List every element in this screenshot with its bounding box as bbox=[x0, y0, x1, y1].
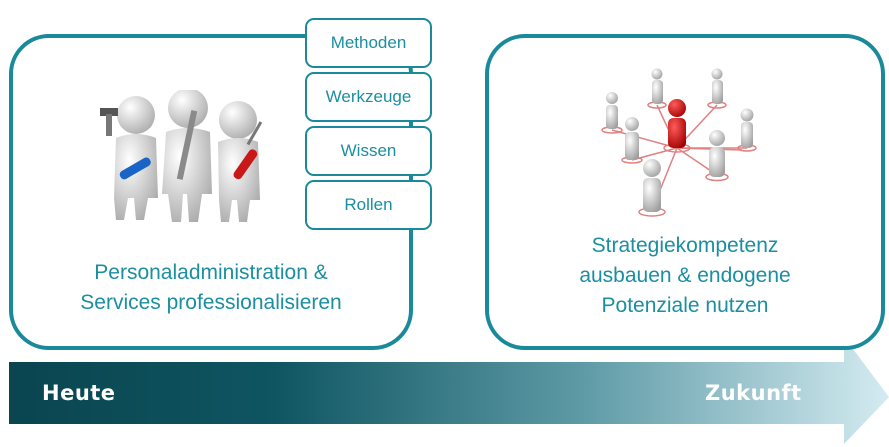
panel-future-line-3: Potenziale nutzen bbox=[601, 294, 769, 317]
tag-rollen: Rollen bbox=[305, 180, 432, 230]
tag-wissen: Wissen bbox=[305, 126, 432, 176]
panel-future-text: Strategiekompetenz ausbauen & endogene P… bbox=[485, 231, 885, 321]
panel-future-line-2: ausbauen & endogene bbox=[579, 264, 791, 287]
timeline-end-label: Zukunft bbox=[705, 381, 802, 405]
timeline-start-label: Heute bbox=[42, 381, 116, 405]
people-with-tools-illustration bbox=[100, 90, 263, 222]
panel-today-text: Personaladministration & Services profes… bbox=[9, 258, 413, 318]
tag-methoden: Methoden bbox=[305, 18, 432, 68]
panel-today-line-2: Services professionalisieren bbox=[80, 291, 342, 314]
panel-future bbox=[485, 34, 885, 350]
tag-werkzeuge: Werkzeuge bbox=[305, 72, 432, 122]
panel-future-line-1: Strategiekompetenz bbox=[591, 234, 779, 257]
panel-today-line-1: Personaladministration & bbox=[94, 261, 328, 284]
people-network-illustration bbox=[601, 68, 757, 217]
